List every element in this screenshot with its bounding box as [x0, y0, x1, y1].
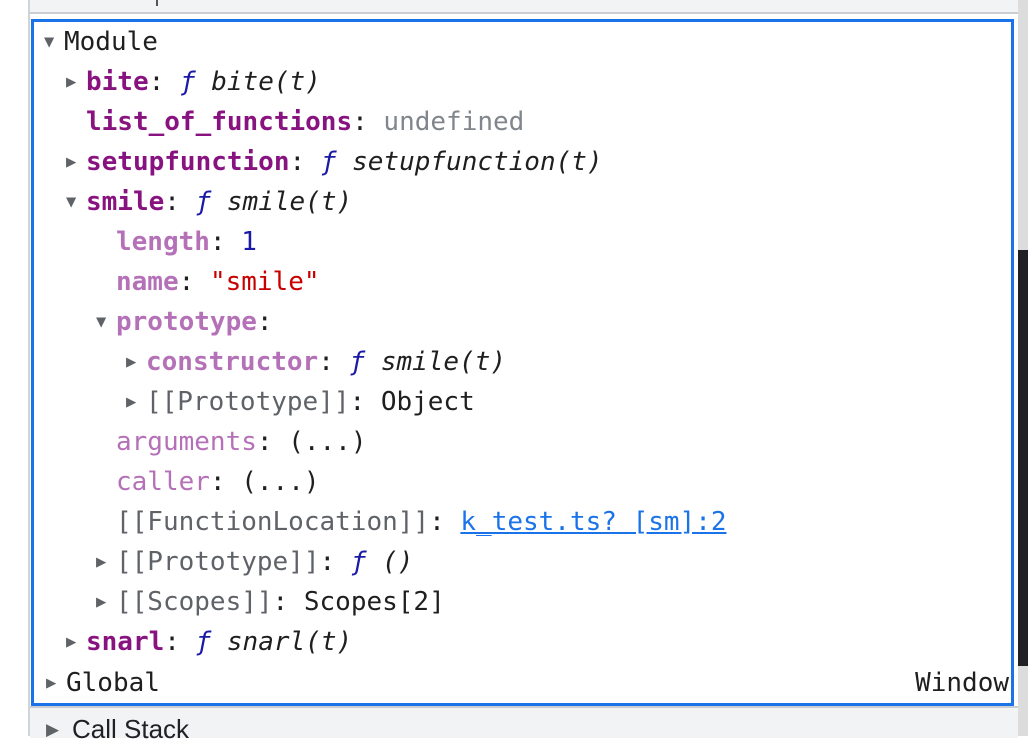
property-caller[interactable]: caller: (...) [116, 467, 320, 497]
property-name[interactable]: name: "smile" [116, 267, 320, 297]
scope-panel: ▼Module ▶bite: ƒ bite(t) list_of_functio… [31, 19, 1014, 706]
scope-module[interactable]: ▼ Module [44, 22, 158, 62]
function-icon: ƒ [349, 347, 366, 377]
property-key: [[Scopes]] [116, 587, 273, 617]
property-value: Scopes[2] [303, 587, 445, 617]
property-key: [[Prototype]] [116, 547, 320, 577]
property-length[interactable]: length: 1 [116, 227, 257, 257]
property-value: 1 [241, 227, 257, 257]
property-key: setupfunction [86, 147, 290, 177]
scope-label: Global [66, 668, 160, 698]
property-value: snarl(t) [226, 627, 353, 657]
expand-arrow-icon[interactable]: ▼ [44, 32, 55, 52]
property-value: setupfunction(t) [352, 147, 603, 177]
collapse-arrow-icon[interactable]: ▶ [46, 673, 57, 693]
property-value: smile(t) [380, 347, 507, 377]
function-icon: ƒ [320, 147, 337, 177]
property-key: prototype [116, 307, 257, 337]
property-list-of-functions[interactable]: list_of_functions: undefined [86, 107, 525, 137]
scope-label: Module [64, 27, 158, 57]
property-prototype-internal[interactable]: ▶[[Prototype]]: Object [126, 382, 475, 422]
property-key: [[Prototype]] [146, 387, 350, 417]
scope-value: Window [915, 668, 1009, 698]
property-value: smile(t) [226, 187, 353, 217]
expand-arrow-icon[interactable]: ▼ [96, 312, 107, 332]
property-bite[interactable]: ▶bite: ƒ bite(t) [66, 62, 321, 102]
collapse-arrow-icon[interactable]: ▶ [66, 72, 77, 92]
property-key: list_of_functions [86, 107, 353, 137]
property-key: name [116, 267, 179, 297]
collapse-arrow-icon[interactable]: ▶ [126, 392, 137, 412]
property-setupfunction[interactable]: ▶setupfunction: ƒ setupfunction(t) [66, 142, 603, 182]
property-key: snarl [86, 627, 165, 657]
collapse-arrow-icon[interactable]: ▶ [66, 632, 77, 652]
property-value: bite(t) [211, 67, 321, 97]
property-key: arguments [116, 427, 257, 457]
left-margin [0, 0, 29, 736]
collapse-arrow-icon[interactable]: ▶ [126, 352, 137, 372]
collapse-arrow-icon[interactable]: ▶ [96, 592, 107, 612]
accessor-value[interactable]: (...) [288, 427, 367, 457]
section-header-partial [30, 0, 1018, 14]
function-icon: ƒ [195, 627, 212, 657]
collapse-arrow-icon[interactable]: ▶ [66, 152, 77, 172]
property-value: () [382, 547, 414, 577]
accessor-value[interactable]: (...) [241, 467, 320, 497]
function-icon: ƒ [195, 187, 212, 217]
property-arguments[interactable]: arguments: (...) [116, 427, 367, 457]
property-function-location: [[FunctionLocation]]: k_test.ts? [sm]:2 [116, 507, 727, 537]
adjacent-editor-edge [1018, 0, 1028, 736]
property-key: constructor [146, 347, 319, 377]
collapse-arrow-icon[interactable]: ▶ [96, 552, 107, 572]
panel-divider[interactable] [28, 0, 30, 736]
section-title: Call Stack [72, 714, 190, 744]
scope-global[interactable]: ▶ Global Window [46, 663, 1009, 703]
property-constructor[interactable]: ▶constructor: ƒ smile(t) [126, 342, 506, 382]
function-icon: ƒ [179, 67, 196, 97]
property-value: Object [380, 387, 475, 417]
property-function-prototype[interactable]: ▶[[Prototype]]: ƒ () [96, 542, 413, 582]
expand-arrow-icon[interactable]: ▼ [66, 192, 77, 212]
property-key: [[FunctionLocation]] [116, 507, 430, 537]
property-key: length [116, 227, 210, 257]
function-icon: ƒ [350, 547, 367, 577]
call-stack-section[interactable]: ▶ Call Stack [30, 706, 1018, 744]
collapse-arrow-icon[interactable]: ▶ [46, 720, 60, 739]
property-snarl[interactable]: ▶snarl: ƒ snarl(t) [66, 622, 352, 662]
property-scopes[interactable]: ▶[[Scopes]]: Scopes[2] [96, 582, 445, 622]
property-value: "smile" [209, 267, 320, 297]
property-key: bite [86, 67, 149, 97]
property-value: undefined [383, 107, 525, 137]
property-key: caller [116, 467, 210, 497]
property-prototype[interactable]: ▼prototype: [96, 302, 273, 342]
source-link[interactable]: k_test.ts? [sm]:2 [460, 507, 727, 537]
property-key: smile [86, 187, 165, 217]
property-smile[interactable]: ▼smile: ƒ smile(t) [66, 182, 352, 222]
